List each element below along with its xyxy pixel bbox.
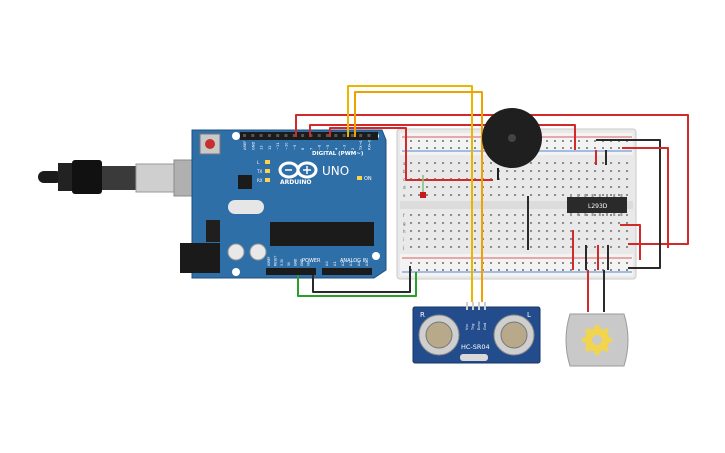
- power-pin-label: IOREF: [267, 256, 271, 266]
- digital-pin-label: 13: [260, 145, 264, 150]
- digital-pin-label: ~10: [285, 142, 289, 150]
- digital-pin-label: ~9: [293, 144, 297, 150]
- sensor-pin-label: Gnd: [483, 323, 487, 330]
- analog-label: ANALOG IN: [340, 258, 368, 264]
- row-label: i: [403, 237, 404, 242]
- analog-pin-label: A1: [333, 261, 337, 266]
- digital-pin-label: 4: [334, 147, 338, 150]
- sensor-pin: [472, 302, 474, 310]
- digital-pin-label: 7: [309, 148, 313, 150]
- analog-pin-label: A0: [325, 261, 329, 266]
- analog-pin-label: A4: [357, 261, 361, 266]
- row-label: a: [403, 161, 406, 166]
- microcontroller-chip: [270, 222, 374, 246]
- power-pin-label: Vin: [307, 261, 311, 266]
- buzzer-icon: [482, 108, 542, 180]
- sensor-pin-label: Vcc: [465, 324, 469, 330]
- motor-icon: [565, 313, 629, 367]
- digital-pin-label: RX←0: [368, 139, 372, 150]
- wire-red-pin-9: [309, 124, 576, 150]
- reset-button[interactable]: [205, 139, 215, 149]
- digital-pin-label: ~3: [343, 145, 347, 150]
- row-label: j: [402, 245, 404, 250]
- power-jack: [180, 243, 220, 273]
- wire-red-rail-bottom: [620, 224, 641, 260]
- ic-label: L293D: [588, 203, 608, 210]
- analog-pin-label: A5: [365, 261, 369, 266]
- row-label: c: [403, 177, 405, 182]
- row-label: b: [403, 169, 406, 174]
- digital-pin-label: GND: [251, 142, 255, 150]
- status-led: [265, 178, 270, 182]
- status-led: [265, 169, 270, 173]
- arduino-model: UNO: [322, 164, 349, 178]
- digital-pin-label: 8: [301, 147, 305, 150]
- sensor-pin: [484, 302, 486, 310]
- power-pin-label: GND: [300, 258, 304, 266]
- digital-pin-label: ~5: [326, 145, 330, 150]
- status-led-label: L: [257, 160, 260, 165]
- wire-red-rail-right: [622, 147, 669, 248]
- row-label: f: [403, 213, 405, 218]
- sensor-side-left: R: [420, 311, 425, 319]
- arduino-brand: ARDUINO: [280, 179, 311, 186]
- wire-black-sensor-gnd: [312, 266, 411, 293]
- analog-pin-labels: A0 A1 A2 A3 A4 A5: [325, 261, 369, 266]
- arduino-uno-board: ARDUINO UNO DIGITAL (PWM~) POWER ANALOG …: [180, 129, 387, 279]
- status-led: [265, 160, 270, 164]
- sensor-side-right: L: [527, 311, 531, 319]
- sensor-pin: [478, 302, 480, 310]
- analog-pin-label: A3: [349, 261, 353, 266]
- usb-cable-icon: [38, 159, 217, 197]
- arduino-logo-icon: [278, 161, 318, 179]
- sensor-pin: [466, 302, 468, 310]
- row-label: g: [403, 221, 406, 226]
- wire-green-power: [297, 272, 417, 297]
- power-pin-label: RESET: [274, 256, 278, 266]
- row-label: h: [403, 229, 406, 234]
- wire-black-gnd-rail: [596, 139, 661, 269]
- digital-pin-label: ~6: [318, 144, 322, 150]
- digital-pin-label: TX→1: [359, 140, 363, 151]
- row-label: d: [403, 185, 406, 190]
- status-leds: L TX RX: [256, 160, 270, 183]
- digital-pin-label: ~11: [276, 142, 280, 150]
- power-pin-label: 3.3V: [280, 258, 284, 266]
- sensor-pin-label: Trig: [471, 324, 475, 331]
- digital-pin-labels: AREF GND 13 12 ~11 ~10 ~9 8 7 ~6 ~5 4 ~3 2 TX→1 RX←0: [243, 139, 372, 151]
- wire-red-pin-7: [329, 127, 493, 181]
- on-led: [357, 176, 362, 180]
- wires: [295, 85, 689, 312]
- wire-orange-echo: [354, 91, 483, 302]
- digital-pin-label: 2: [351, 148, 355, 150]
- analog-pin-label: A2: [341, 261, 345, 266]
- digital-label: DIGITAL (PWM~): [312, 151, 364, 157]
- l293d-chip: L293D: [567, 194, 627, 216]
- status-led-label: TX: [256, 169, 262, 174]
- breadboard-holes: [410, 140, 628, 271]
- status-led-label: RX: [257, 178, 263, 183]
- analog-header: [322, 268, 372, 275]
- on-led-label: ON: [364, 176, 372, 182]
- power-label: POWER: [302, 258, 321, 264]
- digital-pin-label: AREF: [243, 141, 247, 150]
- power-pin-label: 5V: [287, 261, 291, 266]
- sensor-model: HC-SR04: [461, 343, 490, 351]
- digital-pin-label: 12: [268, 145, 272, 150]
- power-pin-label: GND: [293, 258, 297, 266]
- sensor-pin-label: Echo: [477, 321, 481, 330]
- power-header: [266, 268, 316, 275]
- led-indicator: [420, 175, 426, 198]
- wire-yellow-trig: [347, 85, 473, 302]
- row-label: e: [403, 193, 406, 198]
